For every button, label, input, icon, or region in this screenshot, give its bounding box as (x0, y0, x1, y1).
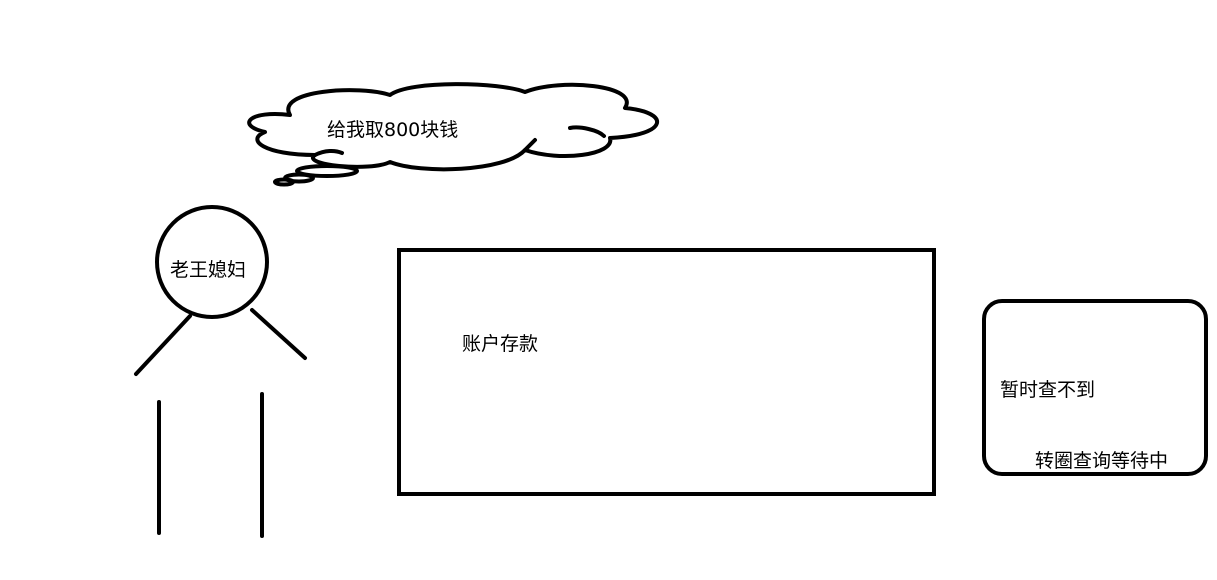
status-line-waiting: 转圈查询等待中 (1035, 450, 1169, 472)
status-box (982, 299, 1208, 476)
person-head (155, 205, 269, 319)
thought-cloud (247, 82, 659, 172)
stick-figure (134, 205, 307, 538)
thought-trail-bubbles (273, 164, 359, 187)
status-line-not-found: 暂时查不到 (1000, 379, 1096, 401)
left-arm (134, 314, 192, 376)
thought-text: 给我取800块钱 (327, 119, 459, 141)
account-box (397, 248, 936, 496)
person-label: 老王媳妇 (170, 259, 247, 281)
right-arm (250, 308, 307, 360)
account-label: 账户存款 (462, 333, 539, 355)
